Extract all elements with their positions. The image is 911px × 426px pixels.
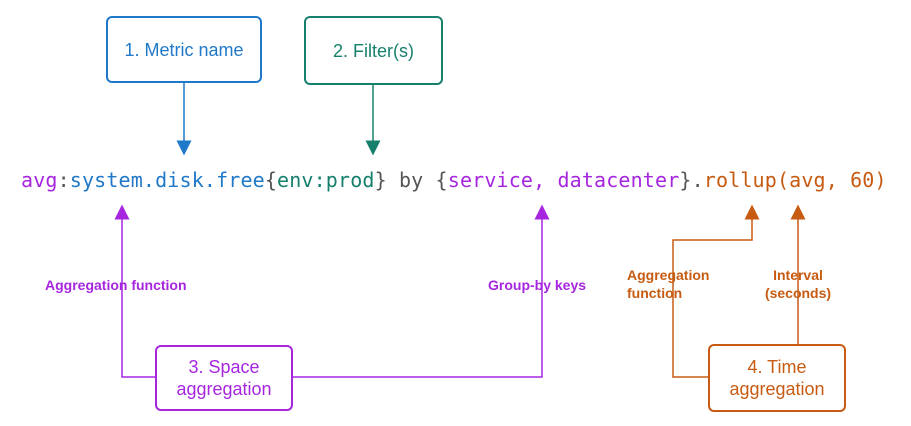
query-group-open: {: [435, 168, 448, 192]
time-agg-function-line1: Aggregation: [627, 267, 710, 283]
query-rollup: rollup(avg, 60): [703, 168, 887, 192]
query-aggregator: avg: [21, 168, 58, 192]
group-by-keys-label: Group-by keys: [488, 277, 587, 293]
space-aggregation-line1: 3. Space: [188, 357, 260, 377]
filters-box: 2. Filter(s): [304, 16, 443, 85]
time-agg-function-arrow: [672, 204, 760, 378]
space-agg-function-arrow: [114, 204, 155, 378]
query-dot: .: [691, 168, 704, 192]
query-expression: avg:system.disk.free{env:prod} by {servi…: [21, 168, 887, 192]
interval-line2: (seconds): [764, 285, 832, 301]
query-filter: env:prod: [277, 168, 375, 192]
query-separator: :: [57, 168, 70, 192]
group-by-keys-arrow: [293, 204, 550, 378]
metric-name-box: 1. Metric name: [106, 16, 262, 83]
time-agg-function-label: Aggregation function: [627, 266, 709, 302]
query-group-close: }: [679, 168, 692, 192]
space-aggregation-box: 3. Space aggregation: [155, 345, 293, 411]
metric-name-label: 1. Metric name: [124, 39, 244, 60]
space-aggregation-line2: aggregation: [176, 379, 272, 399]
interval-label: Interval (seconds): [760, 266, 836, 302]
time-agg-function-line2: function: [627, 285, 683, 301]
query-metric: system.disk.free: [69, 168, 265, 192]
query-group-keys: service, datacenter: [447, 168, 680, 192]
time-aggregation-line1: 4. Time: [747, 357, 807, 377]
query-by: by: [386, 168, 436, 192]
time-aggregation-line2: aggregation: [729, 379, 825, 399]
time-aggregation-box: 4. Time aggregation: [708, 344, 846, 412]
query-filter-open: {: [264, 168, 278, 192]
interval-line1: Interval: [773, 267, 823, 283]
filters-label: 2. Filter(s): [333, 40, 414, 61]
space-agg-function-label: Aggregation function: [45, 277, 187, 293]
query-filter-close: }: [374, 168, 387, 192]
